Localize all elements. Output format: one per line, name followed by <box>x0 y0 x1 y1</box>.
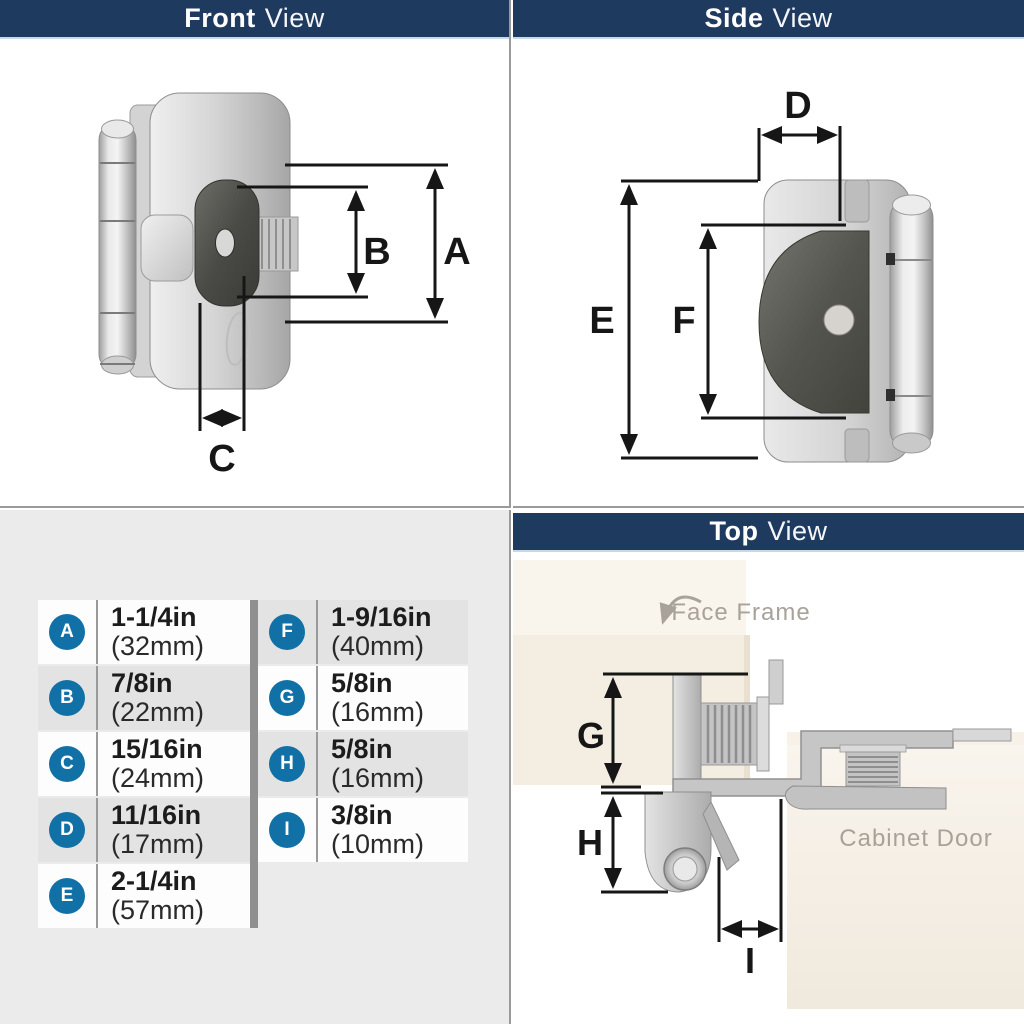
dim-letter-f: F <box>672 300 695 342</box>
letter-badge: G <box>269 680 305 716</box>
table-row: H 5/8in (16mm) <box>258 732 468 796</box>
side-view-title: Side <box>704 3 764 33</box>
measurements-panel: A 1-1/4in (32mm) B 7/8in (22mm) C <box>0 510 511 1024</box>
value-inches: 5/8in <box>331 667 393 698</box>
dim-letter-a: A <box>443 231 470 273</box>
top-hinge-illustration <box>644 659 1012 893</box>
dim-letter-c: C <box>208 438 235 480</box>
value-inches: 5/8in <box>331 733 393 764</box>
cam-adjuster <box>194 179 260 307</box>
dim-letter-e: E <box>589 300 614 342</box>
dim-f-lines <box>699 223 846 420</box>
door-bracket <box>784 785 947 810</box>
front-view-panel: Front View <box>0 0 511 508</box>
screw-threads <box>255 216 299 272</box>
door-screw <box>839 744 907 787</box>
side-dimension-lines <box>620 126 846 460</box>
letter-badge: F <box>269 614 305 650</box>
side-view-diagram: D E F <box>589 85 934 463</box>
table-row: G 5/8in (16mm) <box>258 666 468 730</box>
value-metric: (57mm) <box>111 895 204 925</box>
table-row: I 3/8in (10mm) <box>258 798 468 862</box>
value-inches: 11/16in <box>111 799 202 830</box>
dim-letter-h: H <box>577 822 603 863</box>
dim-i-lines <box>717 799 783 942</box>
table-row: B 7/8in (22mm) <box>38 666 250 730</box>
pivot-boot <box>644 791 740 893</box>
table-row: A 1-1/4in (32mm) <box>38 600 250 664</box>
dim-c-lines <box>198 276 246 431</box>
dim-e-lines <box>620 179 758 460</box>
measurements-table: A 1-1/4in (32mm) B 7/8in (22mm) C <box>38 600 468 930</box>
letter-badge: E <box>49 878 85 914</box>
value-inches: 7/8in <box>111 667 173 698</box>
table-row: C 15/16in (24mm) <box>38 732 250 796</box>
letter-badge: A <box>49 614 85 650</box>
top-view-header: Top View <box>513 513 1024 552</box>
hinge-barrel <box>98 119 137 375</box>
cam-adjuster <box>758 230 870 414</box>
dim-letter-b: B <box>363 231 390 273</box>
cabinet-door-label: Cabinet Door <box>839 825 992 852</box>
value-inches: 1-9/16in <box>331 601 432 632</box>
top-view-diagram: Face Frame Cabinet Door <box>513 560 1024 1009</box>
dim-h-lines <box>601 791 668 894</box>
brand-stamp <box>225 312 249 366</box>
face-frame-label: Face Frame <box>671 599 810 626</box>
frame-screw <box>700 659 784 772</box>
top-view-panel: Top View <box>513 510 1024 1024</box>
value-metric: (16mm) <box>331 697 424 727</box>
front-view-diagram: A B C <box>98 92 471 480</box>
dim-letter-g: G <box>577 715 605 756</box>
value-inches: 3/8in <box>331 799 393 830</box>
wall-panel <box>513 560 746 635</box>
front-dimension-lines <box>198 163 448 431</box>
dim-b-lines <box>237 185 368 299</box>
top-view-title: Top <box>709 516 759 546</box>
value-metric: (17mm) <box>111 829 204 859</box>
mounting-plate <box>672 673 702 797</box>
dim-d-lines <box>757 126 842 221</box>
cabinet-door-panel <box>787 745 1024 1009</box>
dim-a-lines <box>285 163 448 324</box>
letter-badge: I <box>269 812 305 848</box>
value-inches: 15/16in <box>111 733 203 764</box>
front-view-header: Front View <box>0 0 509 39</box>
value-inches: 1-1/4in <box>111 601 197 632</box>
table-divider-bar <box>250 600 258 928</box>
value-metric: (10mm) <box>331 829 424 859</box>
value-metric: (40mm) <box>331 631 424 661</box>
hinge-barrel <box>886 194 934 454</box>
dim-letter-i: I <box>745 940 755 981</box>
top-dimension-lines <box>601 672 783 942</box>
table-row: E 2-1/4in (57mm) <box>38 864 250 928</box>
table-row: F 1-9/16in (40mm) <box>258 600 468 664</box>
face-frame-arrow <box>659 595 702 625</box>
front-dimension-letters: A B C <box>208 231 470 480</box>
measurements-column-right: F 1-9/16in (40mm) G 5/8in (16mm) H <box>258 600 468 930</box>
value-inches: 2-1/4in <box>111 865 197 896</box>
value-metric: (24mm) <box>111 763 204 793</box>
value-metric: (32mm) <box>111 631 204 661</box>
front-hinge-illustration <box>98 92 299 390</box>
value-metric: (16mm) <box>331 763 424 793</box>
side-hinge-illustration <box>758 179 934 463</box>
table-row: D 11/16in (17mm) <box>38 798 250 862</box>
letter-badge: C <box>49 746 85 782</box>
side-view-header: Side View <box>513 0 1024 39</box>
dim-g-lines <box>601 672 748 789</box>
side-dimension-letters: D E F <box>589 85 811 342</box>
letter-badge: D <box>49 812 85 848</box>
value-metric: (22mm) <box>111 697 204 727</box>
letter-badge: B <box>49 680 85 716</box>
top-dimension-letters: G H I <box>577 715 755 981</box>
dim-letter-d: D <box>784 85 811 127</box>
measurements-column-left: A 1-1/4in (32mm) B 7/8in (22mm) C <box>38 600 250 930</box>
letter-badge: H <box>269 746 305 782</box>
side-view-panel: Side View <box>513 0 1024 508</box>
front-view-title: Front <box>184 3 256 33</box>
panel-annotations: Face Frame Cabinet Door <box>659 595 992 852</box>
